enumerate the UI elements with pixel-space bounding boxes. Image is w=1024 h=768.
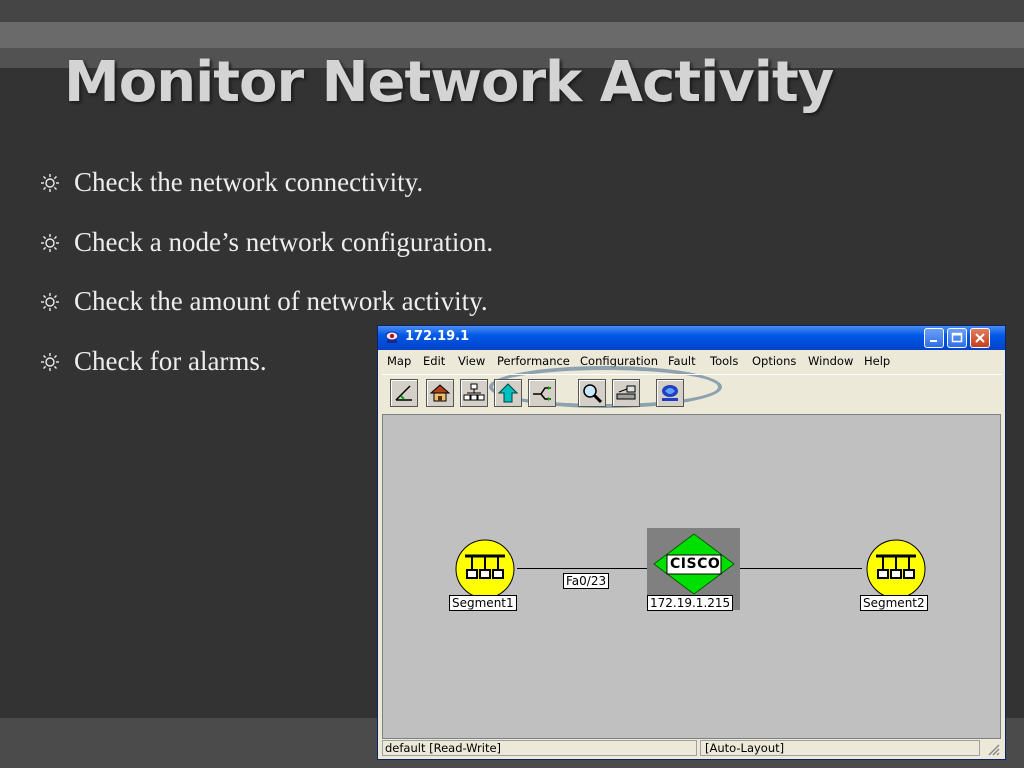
bullet-item: Check for alarms. bbox=[40, 346, 493, 406]
bullet-text: Check the amount of network activity. bbox=[74, 286, 488, 316]
sun-bullet-icon bbox=[40, 227, 74, 258]
up-level-tool-button[interactable] bbox=[494, 379, 522, 407]
bullet-list: Check the network connectivity. Check a … bbox=[40, 167, 493, 405]
menu-help[interactable]: Help bbox=[864, 354, 891, 368]
logo-tool-button[interactable] bbox=[656, 379, 684, 407]
route-icon bbox=[533, 386, 551, 401]
menu-tools[interactable]: Tools bbox=[710, 354, 739, 368]
maximize-button[interactable] bbox=[947, 328, 967, 348]
sun-bullet-icon bbox=[40, 167, 74, 198]
bullet-text: Check the network connectivity. bbox=[74, 167, 424, 197]
link-router-segment2 bbox=[738, 568, 862, 569]
up-arrow-icon bbox=[497, 383, 519, 403]
resize-grip-icon[interactable] bbox=[986, 742, 1000, 756]
router-diamond-icon bbox=[653, 533, 735, 595]
equipment-tool-button[interactable] bbox=[612, 379, 640, 407]
router-label: 172.19.1.215 bbox=[647, 595, 734, 611]
minimize-button[interactable] bbox=[924, 328, 944, 348]
menu-performance[interactable]: Performance bbox=[497, 354, 570, 368]
bullet-text: Check for alarms. bbox=[74, 345, 267, 376]
hierarchy-tool-button[interactable] bbox=[460, 379, 488, 407]
home-tool-button[interactable] bbox=[426, 379, 454, 407]
network-map-window: 172.19.1 Map Edit View Performance Confi… bbox=[377, 325, 1006, 760]
menu-configuration[interactable]: Configuration bbox=[580, 354, 658, 368]
status-layout: [Auto-Layout] bbox=[700, 740, 980, 756]
segment-hub-icon bbox=[866, 539, 926, 599]
menu-view[interactable]: View bbox=[458, 354, 486, 368]
minimize-icon bbox=[930, 340, 937, 342]
network-map-canvas: Segment1 Fa0/23 CISCO 172.19.1.215 S bbox=[382, 414, 1001, 739]
segment-hub-icon bbox=[455, 539, 515, 599]
menu-edit[interactable]: Edit bbox=[423, 354, 446, 368]
menu-bar: Map Edit View Performance Configuration … bbox=[382, 351, 1002, 408]
equipment-icon bbox=[616, 385, 636, 400]
title-band bbox=[0, 22, 1024, 48]
close-button[interactable] bbox=[970, 328, 990, 348]
bullet-item: Check the amount of network activity. bbox=[40, 286, 493, 346]
zoom-icon bbox=[583, 384, 603, 404]
segment2-node[interactable] bbox=[862, 539, 930, 599]
segment1-node[interactable] bbox=[451, 539, 519, 599]
router-node[interactable]: CISCO bbox=[653, 533, 735, 595]
menu-fault[interactable]: Fault bbox=[668, 354, 696, 368]
home-icon bbox=[429, 384, 451, 402]
sun-bullet-icon bbox=[40, 286, 74, 317]
top-band bbox=[0, 0, 1024, 22]
toolbar bbox=[382, 374, 1002, 413]
window-title: 172.19.1 bbox=[405, 329, 470, 344]
slide-title: Monitor Network Activity bbox=[64, 50, 834, 115]
interface-label: Fa0/23 bbox=[563, 573, 610, 589]
bullet-text: Check a node’s network configuration. bbox=[74, 226, 494, 257]
segment1-label: Segment1 bbox=[449, 595, 517, 611]
logo-icon bbox=[662, 385, 678, 401]
menu-map[interactable]: Map bbox=[387, 354, 412, 368]
bullet-item: Check a node’s network configuration. bbox=[40, 227, 493, 287]
status-bar: default [Read-Write] [Auto-Layout] bbox=[382, 739, 1002, 757]
maximize-icon bbox=[951, 332, 963, 343]
title-band-lower bbox=[0, 48, 1024, 68]
measure-icon bbox=[395, 385, 412, 401]
hierarchy-icon bbox=[463, 383, 485, 401]
route-tool-button[interactable] bbox=[528, 379, 556, 407]
network-app-icon bbox=[384, 330, 400, 346]
window-titlebar[interactable]: 172.19.1 bbox=[378, 326, 1005, 350]
zoom-tool-button[interactable] bbox=[578, 379, 606, 407]
sun-bullet-icon bbox=[40, 346, 74, 377]
menu-window[interactable]: Window bbox=[808, 354, 854, 368]
status-mode: default [Read-Write] bbox=[382, 740, 697, 756]
menu-options[interactable]: Options bbox=[752, 354, 797, 368]
measure-tool-button[interactable] bbox=[390, 379, 418, 407]
segment2-label: Segment2 bbox=[860, 595, 928, 611]
cisco-logo-text: CISCO bbox=[670, 556, 721, 572]
link-segment1-router bbox=[517, 568, 649, 569]
bullet-item: Check the network connectivity. bbox=[40, 167, 493, 227]
close-icon bbox=[975, 333, 985, 343]
